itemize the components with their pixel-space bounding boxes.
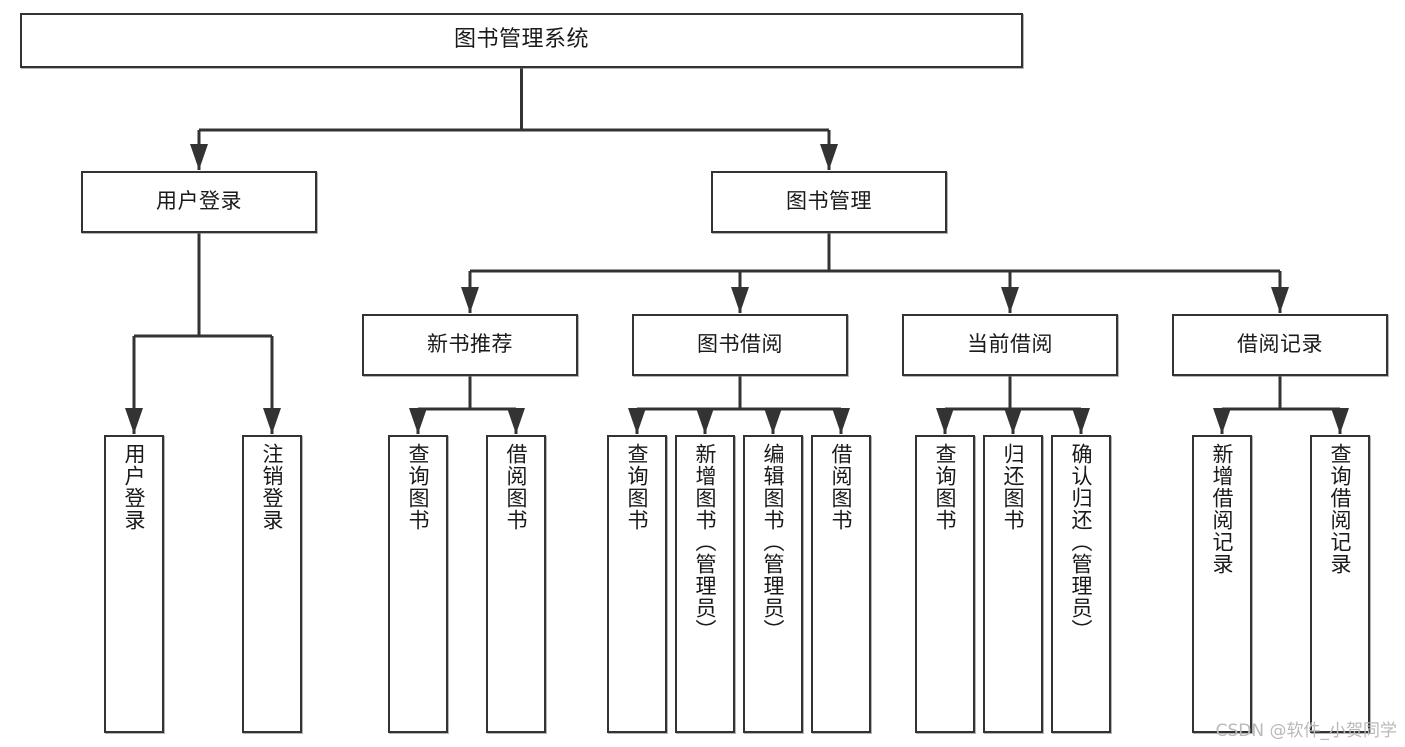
leaf-confirm-return-admin[interactable]: 确认归还（管理员）: [1051, 435, 1111, 733]
node-current-borrowing[interactable]: 当前借阅: [902, 314, 1118, 376]
node-book-management[interactable]: 图书管理: [711, 171, 947, 233]
leaf-borrow-book-borrowing-label: 借阅图书: [829, 443, 854, 531]
leaf-query-book-recommend-label: 查询图书: [406, 443, 431, 531]
node-borrow-record-label: 借阅记录: [1237, 332, 1323, 357]
node-user-login-label: 用户登录: [156, 189, 242, 214]
leaf-query-book-current-label: 查询图书: [933, 443, 958, 531]
node-borrow-record[interactable]: 借阅记录: [1172, 314, 1388, 376]
leaf-add-book-admin[interactable]: 新增图书（管理员）: [675, 435, 735, 733]
node-root[interactable]: 图书管理系统: [20, 13, 1023, 68]
leaf-borrow-book-recommend[interactable]: 借阅图书: [486, 435, 546, 733]
leaf-query-borrow-record[interactable]: 查询借阅记录: [1310, 435, 1370, 733]
leaf-edit-book-admin-label: 编辑图书（管理员）: [761, 443, 786, 641]
leaf-user-login[interactable]: 用户登录: [104, 435, 164, 733]
node-book-borrowing[interactable]: 图书借阅: [632, 314, 848, 376]
node-book-borrowing-label: 图书借阅: [697, 332, 783, 357]
leaf-borrow-book-borrowing[interactable]: 借阅图书: [811, 435, 871, 733]
leaf-borrow-book-recommend-label: 借阅图书: [504, 443, 529, 531]
leaf-return-book[interactable]: 归还图书: [983, 435, 1043, 733]
leaf-return-book-label: 归还图书: [1001, 443, 1026, 531]
leaf-add-borrow-record[interactable]: 新增借阅记录: [1192, 435, 1252, 733]
node-current-borrowing-label: 当前借阅: [967, 332, 1053, 357]
leaf-add-borrow-record-label: 新增借阅记录: [1210, 443, 1235, 575]
leaf-edit-book-admin[interactable]: 编辑图书（管理员）: [743, 435, 803, 733]
node-book-management-label: 图书管理: [786, 189, 872, 214]
leaf-logout-label: 注销登录: [260, 443, 285, 531]
leaf-query-book-borrowing-label: 查询图书: [625, 443, 650, 531]
leaf-query-book-current[interactable]: 查询图书: [915, 435, 975, 733]
leaf-query-borrow-record-label: 查询借阅记录: [1328, 443, 1353, 575]
node-new-book-recommendation[interactable]: 新书推荐: [362, 314, 578, 376]
leaf-query-book-recommend[interactable]: 查询图书: [388, 435, 448, 733]
csdn-watermark: CSDN @软件_小贺同学: [1215, 721, 1397, 741]
node-root-label: 图书管理系统: [453, 27, 589, 53]
leaf-query-book-borrowing[interactable]: 查询图书: [607, 435, 667, 733]
leaf-confirm-return-admin-label: 确认归还（管理员）: [1069, 443, 1094, 641]
node-user-login[interactable]: 用户登录: [81, 171, 317, 233]
leaf-user-login-label: 用户登录: [122, 443, 147, 531]
leaf-logout[interactable]: 注销登录: [242, 435, 302, 733]
node-new-book-recommendation-label: 新书推荐: [427, 332, 513, 357]
leaf-add-book-admin-label: 新增图书（管理员）: [693, 443, 718, 641]
